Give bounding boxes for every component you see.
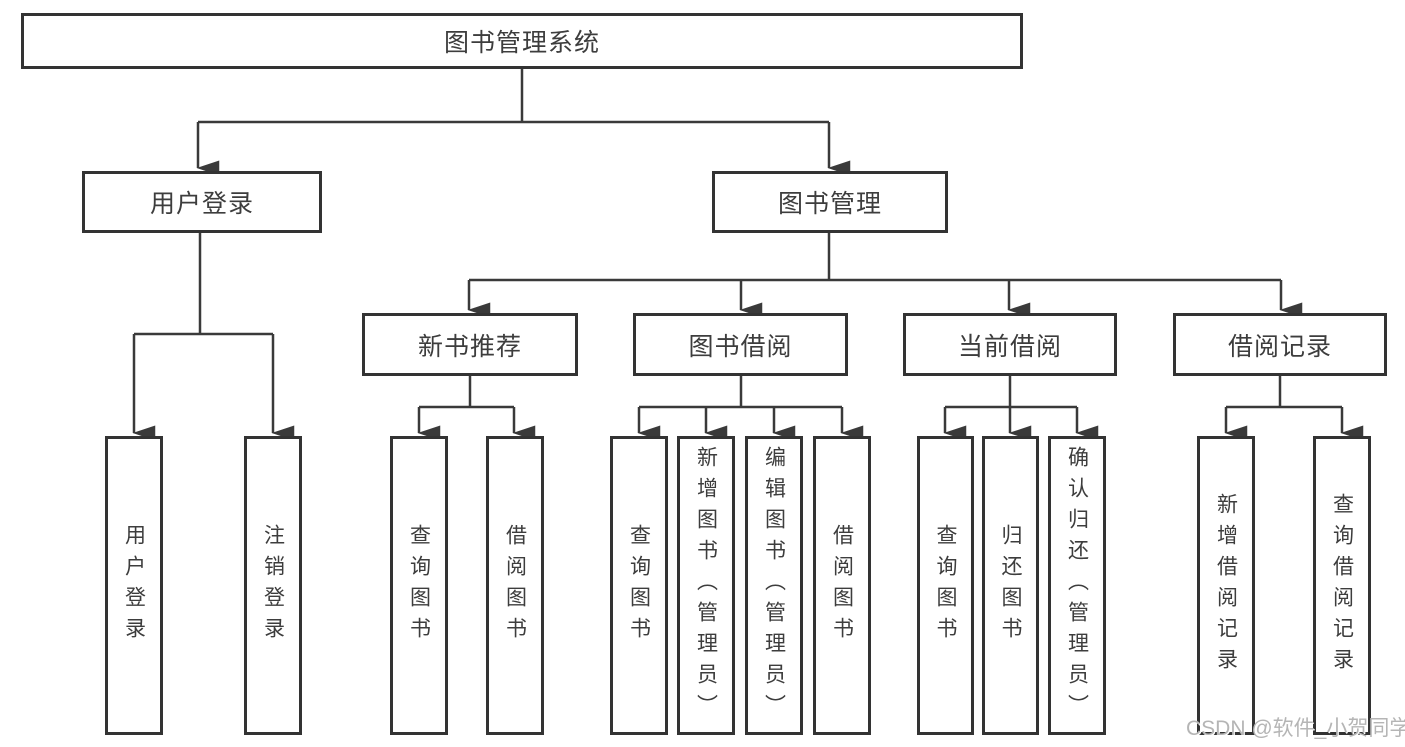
node-new-book-recommend: 新书推荐 [362, 313, 578, 376]
node-current-borrow: 当前借阅 [903, 313, 1117, 376]
leaf-record-add-borrow-record: 新增借阅记录 [1197, 436, 1255, 735]
leaf-newbook-query-books: 查询图书 [390, 436, 448, 735]
leaf-current-confirm-return-admin-label: 确认归还（管理员） [1065, 446, 1089, 725]
leaf-newbook-query-books-label: 查询图书 [407, 523, 431, 648]
leaf-user-login: 用户登录 [105, 436, 163, 735]
node-current-borrow-label: 当前借阅 [957, 332, 1062, 361]
leaf-borrow-query-books: 查询图书 [610, 436, 668, 735]
node-borrow-records-label: 借阅记录 [1227, 332, 1332, 361]
leaf-newbook-borrow-books-label: 借阅图书 [503, 523, 527, 648]
leaf-current-return-books-label: 归还图书 [999, 523, 1022, 648]
leaf-current-query-books-label: 查询图书 [934, 523, 957, 648]
leaf-borrow-edit-books-admin: 编辑图书（管理员） [745, 436, 803, 735]
leaf-borrow-add-books-admin-label: 新增图书（管理员） [694, 446, 718, 725]
leaf-borrow-borrow-books-label: 借阅图书 [830, 523, 854, 648]
leaf-borrow-borrow-books: 借阅图书 [813, 436, 871, 735]
node-library-system-label: 图书管理系统 [443, 29, 600, 57]
node-user-login: 用户登录 [82, 171, 322, 233]
node-book-management: 图书管理 [712, 171, 948, 233]
leaf-logout-label: 注销登录 [261, 523, 285, 648]
leaf-record-add-borrow-record-label: 新增借阅记录 [1214, 492, 1238, 679]
leaf-user-login-label: 用户登录 [122, 523, 146, 648]
leaf-record-query-borrow-record: 查询借阅记录 [1313, 436, 1371, 735]
leaf-current-query-books: 查询图书 [917, 436, 974, 735]
leaf-borrow-query-books-label: 查询图书 [627, 523, 651, 648]
leaf-current-return-books: 归还图书 [982, 436, 1039, 735]
node-book-borrow: 图书借阅 [633, 313, 848, 376]
node-user-login-label: 用户登录 [149, 190, 254, 218]
node-new-book-recommend-label: 新书推荐 [417, 332, 522, 361]
node-book-management-label: 图书管理 [777, 190, 882, 218]
leaf-newbook-borrow-books: 借阅图书 [486, 436, 544, 735]
leaf-logout: 注销登录 [244, 436, 302, 735]
node-borrow-records: 借阅记录 [1173, 313, 1387, 376]
node-book-borrow-label: 图书借阅 [688, 332, 793, 361]
leaf-record-query-borrow-record-label: 查询借阅记录 [1330, 492, 1354, 679]
node-library-system: 图书管理系统 [21, 13, 1023, 69]
leaf-borrow-edit-books-admin-label: 编辑图书（管理员） [762, 446, 786, 725]
csdn-watermark: CSDN @软件_小贺同学 [1186, 717, 1405, 740]
leaf-borrow-add-books-admin: 新增图书（管理员） [677, 436, 735, 735]
leaf-current-confirm-return-admin: 确认归还（管理员） [1048, 436, 1106, 735]
